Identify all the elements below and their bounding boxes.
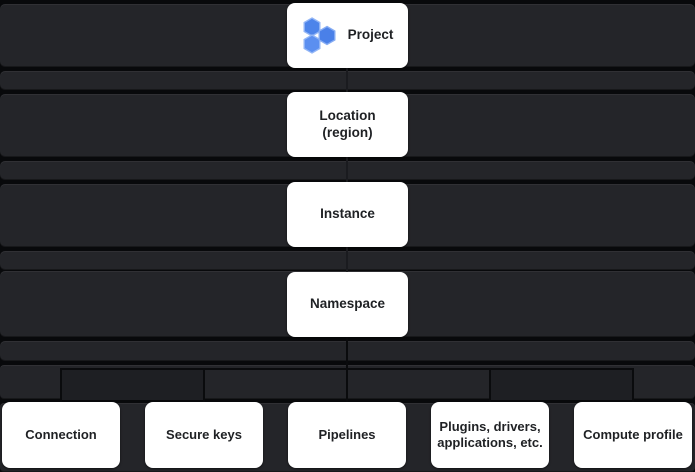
- node-label: Namespace: [309, 296, 386, 312]
- node-instance: Instance: [287, 182, 408, 247]
- node-secure-keys: Secure keys: [145, 402, 263, 468]
- node-connection: Connection: [2, 402, 120, 468]
- node-label: Compute profile: [583, 426, 683, 442]
- connector-line: [489, 368, 491, 403]
- node-compute-profile: Compute profile: [574, 402, 692, 468]
- node-label: Secure keys: [166, 426, 242, 442]
- connector-shade: [61, 369, 204, 400]
- connector-line: [203, 368, 205, 403]
- node-label: Pipelines: [318, 426, 376, 442]
- node-label: Location (region): [319, 107, 376, 140]
- connector-line: [632, 368, 634, 403]
- connector-line: [60, 368, 62, 403]
- node-label: Instance: [320, 206, 375, 222]
- connector-line: [346, 247, 348, 272]
- node-namespace: Namespace: [287, 272, 408, 337]
- connector-shade: [490, 369, 633, 400]
- node-label: Connection: [25, 426, 97, 442]
- connector-line: [346, 68, 348, 92]
- connector-line: [346, 337, 348, 369]
- connector-line: [346, 368, 348, 403]
- node-project: Project: [287, 3, 408, 68]
- node-pipelines: Pipelines: [288, 402, 406, 468]
- node-label: Plugins, drivers, applications, etc.: [437, 418, 543, 450]
- node-plugins: Plugins, drivers, applications, etc.: [431, 402, 549, 468]
- connector-line: [346, 157, 348, 182]
- project-hexagons-icon: [303, 17, 336, 54]
- node-label: Project: [347, 27, 394, 43]
- node-location: Location (region): [287, 92, 408, 157]
